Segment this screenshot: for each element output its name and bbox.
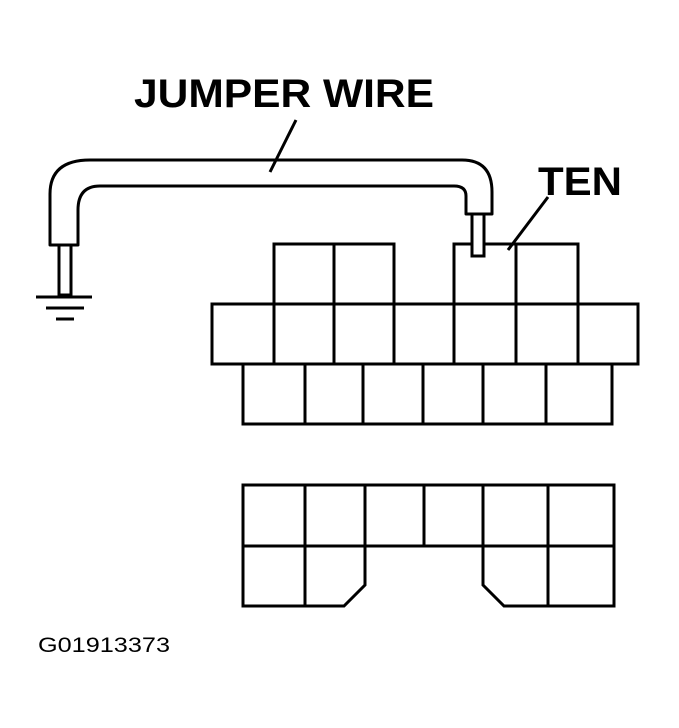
upper-cell-r2c6 [514,302,580,366]
upper-cell-r3c4 [421,362,485,426]
figure-id-label: G01913373 [38,634,170,657]
ten-leader [506,196,550,251]
ten-pin [470,212,486,258]
upper-cell-r3c3 [361,362,425,426]
jumper-wire-body [48,158,494,247]
upper-cell-r1c2 [332,242,396,306]
ground-pin [57,243,73,297]
ten-label: TEN [538,160,622,204]
upper-cell-r2c5 [452,302,518,366]
upper-cell-r3c6 [544,362,614,426]
upper-connector [210,242,640,426]
upper-cell-r3c1 [241,362,307,426]
upper-cell-r2c2 [272,302,336,366]
jumper-wire-label: JUMPER WIRE [134,72,434,116]
jumper-wire-leader [268,119,298,173]
upper-cell-r3c5 [481,362,548,426]
upper-cell-r2c1 [210,302,276,366]
upper-cell-r2c3 [332,302,396,366]
upper-cell-r1c1 [272,242,336,306]
ground-symbol [36,295,92,321]
upper-cell-r3c2 [303,362,365,426]
upper-cell-r2c4 [392,302,456,366]
upper-cell-r1c4 [514,242,580,306]
jumper-wire [48,119,494,297]
upper-cell-r2c7 [576,302,640,366]
lower-connector [241,483,616,608]
